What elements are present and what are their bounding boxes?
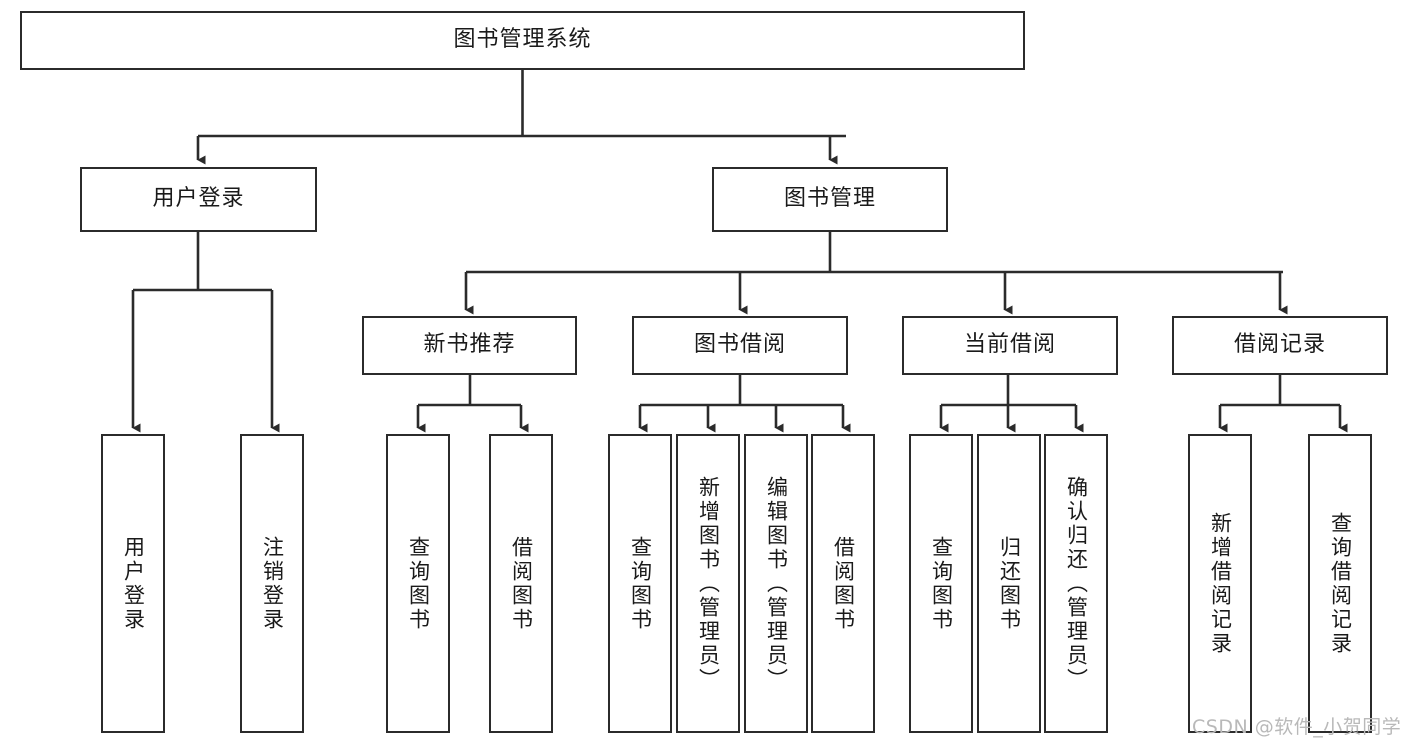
node-label: 查询图书 xyxy=(628,535,653,632)
node-label: 查询图书 xyxy=(929,535,954,632)
csdn-watermark: CSDN @软件_小贺同学 xyxy=(1192,716,1402,738)
node-label: 借阅图书 xyxy=(509,535,534,632)
node-label: 查询借阅记录 xyxy=(1328,511,1353,656)
node-leaf-confirm-return-admin[interactable]: 确认归还（管理员） xyxy=(1044,434,1108,733)
node-label: 注销登录 xyxy=(260,535,285,632)
node-label: 确认归还（管理员） xyxy=(1064,475,1089,692)
node-leaf-user-login[interactable]: 用户登录 xyxy=(101,434,165,733)
node-book-borrow[interactable]: 图书借阅 xyxy=(632,316,848,375)
node-leaf-borrow-book-new-book[interactable]: 借阅图书 xyxy=(489,434,553,733)
node-label: 查询图书 xyxy=(406,535,431,632)
node-label: 当前借阅 xyxy=(963,332,1056,358)
node-leaf-query-book-borrow[interactable]: 查询图书 xyxy=(608,434,672,733)
node-label: 新书推荐 xyxy=(423,332,516,358)
node-label: 新增图书（管理员） xyxy=(696,475,721,692)
node-label: 用户登录 xyxy=(152,186,245,212)
node-leaf-query-borrow-record[interactable]: 查询借阅记录 xyxy=(1308,434,1372,733)
node-label: 新增借阅记录 xyxy=(1208,511,1233,656)
node-leaf-query-book-new-book[interactable]: 查询图书 xyxy=(386,434,450,733)
node-label: 用户登录 xyxy=(121,535,146,632)
node-label: 图书管理 xyxy=(783,186,876,212)
node-label: 图书借阅 xyxy=(693,332,786,358)
node-label: 编辑图书（管理员） xyxy=(764,475,789,692)
node-leaf-borrow-book-borrow[interactable]: 借阅图书 xyxy=(811,434,875,733)
node-label: 归还图书 xyxy=(997,535,1022,632)
node-label: 借阅图书 xyxy=(831,535,856,632)
node-leaf-add-borrow-record[interactable]: 新增借阅记录 xyxy=(1188,434,1252,733)
node-leaf-user-logout[interactable]: 注销登录 xyxy=(240,434,304,733)
node-book-manage[interactable]: 图书管理 xyxy=(712,167,948,232)
node-borrow-record[interactable]: 借阅记录 xyxy=(1172,316,1388,375)
node-leaf-return-book[interactable]: 归还图书 xyxy=(977,434,1041,733)
node-label: 图书管理系统 xyxy=(453,27,592,53)
node-label: 借阅记录 xyxy=(1233,332,1326,358)
node-leaf-query-book-current[interactable]: 查询图书 xyxy=(909,434,973,733)
node-leaf-add-book-admin[interactable]: 新增图书（管理员） xyxy=(676,434,740,733)
node-root-book-management-system[interactable]: 图书管理系统 xyxy=(20,11,1025,70)
node-current-borrow[interactable]: 当前借阅 xyxy=(902,316,1118,375)
node-user-login[interactable]: 用户登录 xyxy=(80,167,317,232)
node-leaf-edit-book-admin[interactable]: 编辑图书（管理员） xyxy=(744,434,808,733)
node-new-book-recommend[interactable]: 新书推荐 xyxy=(362,316,577,375)
